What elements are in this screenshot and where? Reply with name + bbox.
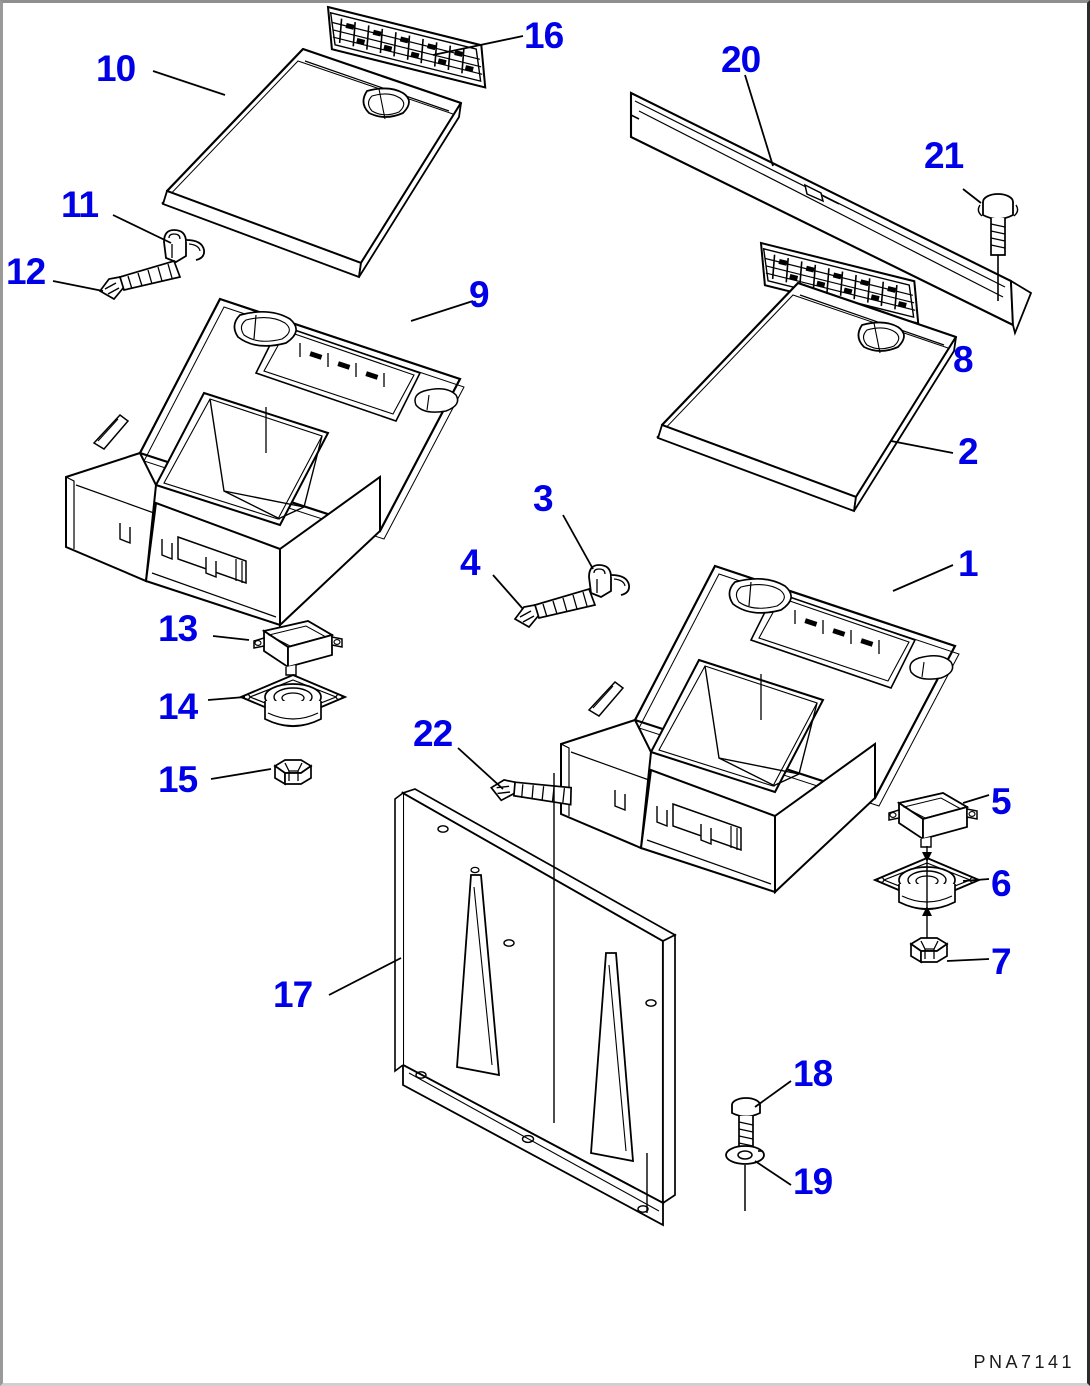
leader-20 [744,74,774,167]
part-11-clip [163,229,206,263]
part-19-washer [725,1145,765,1211]
callout-13[interactable]: 13 [158,608,198,649]
leader-2 [890,440,954,454]
part-10-console-lid [160,47,463,279]
part-17-partition-panel [394,773,677,1227]
callout-5[interactable]: 5 [991,781,1012,822]
callout-12[interactable]: 12 [6,251,46,292]
part-9-console-box [64,297,466,627]
leader-22 [457,747,504,790]
callout-21[interactable]: 21 [924,135,964,176]
leader-12 [52,280,104,292]
part-14-rubber-mount [240,674,346,728]
leader-14 [207,696,246,701]
drawing-code: PNA7141 [973,1352,1075,1372]
part-5-mount-cap [888,792,978,848]
leader-7 [946,958,990,962]
callout-8[interactable]: 8 [953,339,974,380]
leader-13 [212,635,250,641]
callout-22[interactable]: 22 [413,713,453,754]
leader-16 [432,35,524,56]
part-7-nut [910,937,948,963]
part-4-screw [514,588,596,628]
callout-9[interactable]: 9 [469,274,490,315]
leader-9 [410,300,474,322]
leader-19 [754,1160,792,1186]
part-15-nut [274,759,312,785]
leader-18 [754,1080,792,1108]
leader-1 [892,564,954,592]
leader-4 [492,574,524,610]
callout-18[interactable]: 18 [793,1053,833,1094]
callout-1[interactable]: 1 [958,543,979,584]
leader-10 [152,70,226,96]
callout-4[interactable]: 4 [460,542,481,583]
leader-6 [962,878,990,882]
part-1-console-box [559,564,961,894]
callout-11[interactable]: 11 [61,184,99,225]
leader-15 [210,768,272,780]
part-20-rail-bracket [629,91,1033,336]
leader-3 [562,514,594,570]
callout-15[interactable]: 15 [158,759,198,800]
callout-3[interactable]: 3 [533,478,554,519]
part-21-bolt [977,193,1019,301]
leader-17 [328,957,402,996]
leader-5 [962,794,990,804]
callout-16[interactable]: 16 [524,15,564,56]
part-13-mount-cap [253,620,343,676]
part-12-screw [99,260,181,300]
leader-21 [962,188,982,204]
callout-6[interactable]: 6 [991,863,1012,904]
leader-11 [112,214,172,244]
callout-2[interactable]: 2 [958,431,979,472]
callout-19[interactable]: 19 [793,1161,833,1202]
callout-7[interactable]: 7 [991,941,1012,982]
callout-14[interactable]: 14 [158,686,198,727]
diagram-linework [52,6,1033,1227]
callout-17[interactable]: 17 [273,974,313,1015]
part-3-clip [588,564,630,598]
callout-20[interactable]: 20 [721,39,761,80]
callout-10[interactable]: 10 [96,48,136,89]
